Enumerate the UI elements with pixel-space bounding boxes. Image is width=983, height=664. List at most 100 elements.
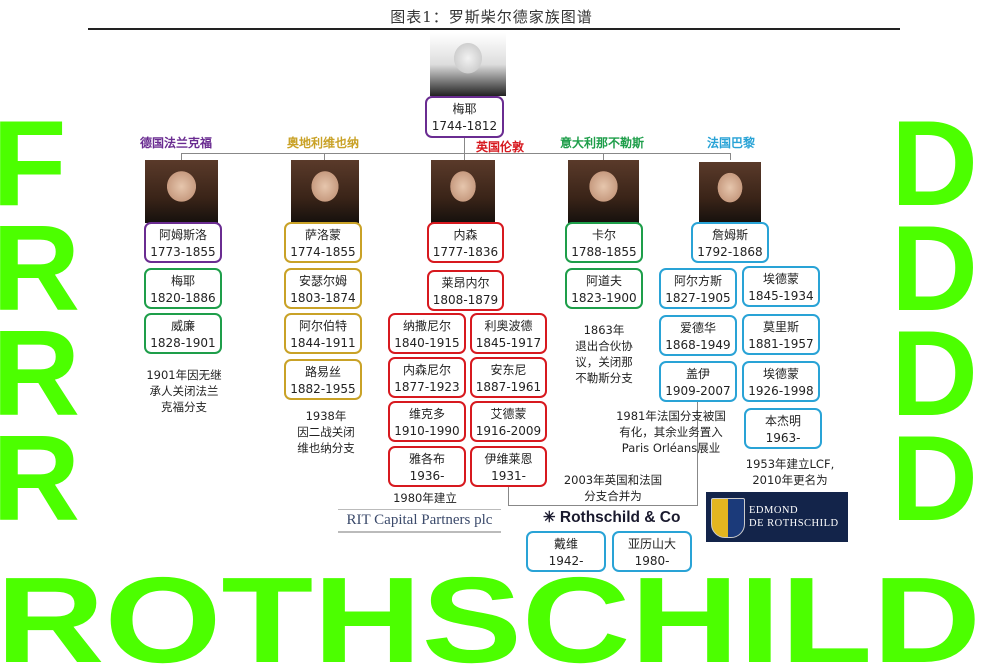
person-name: 埃德蒙 <box>762 272 799 286</box>
note-line: 议，关闭那 <box>575 355 633 369</box>
person-box: 利奥波德 1845-1917 <box>470 313 547 354</box>
note-line: 维也纳分支 <box>297 441 355 455</box>
diagram-title: 图表1：罗斯柴尔德家族图谱 <box>390 8 593 26</box>
person-years: 1845-1917 <box>475 336 542 350</box>
branch-label-london: 英国伦敦 <box>476 140 525 154</box>
note-line: 1953年建立LCF, <box>745 457 835 471</box>
connector-line <box>181 153 182 160</box>
note-line: 分支合并为 <box>584 489 642 503</box>
person-box: 戴维 1942- <box>526 531 606 572</box>
branch-note: 1863年退出合伙协议，关闭那不勒斯分支 <box>560 322 648 386</box>
watermark-letter: D <box>890 410 979 546</box>
watermark-letter: D <box>890 200 979 336</box>
merge-line <box>508 505 698 506</box>
person-years: 1931- <box>491 469 526 483</box>
person-name: 路易丝 <box>304 365 341 379</box>
logo-line: EDMOND <box>749 505 799 516</box>
person-years: 1827-1905 <box>665 291 731 305</box>
person-years: 1882-1955 <box>290 382 356 396</box>
connector-line <box>730 153 731 160</box>
branch-label-paris: 法国巴黎 <box>707 136 756 150</box>
person-name: 阿尔方斯 <box>673 274 722 288</box>
connector-line <box>464 153 465 160</box>
person-years: 1887-1961 <box>475 380 542 394</box>
person-name: 戴维 <box>553 537 578 551</box>
person-box: 阿道夫 1823-1900 <box>565 268 643 309</box>
branch-label-vienna: 奥地利维也纳 <box>287 136 360 150</box>
note-line: 退出合伙协 <box>575 339 633 353</box>
person-name: 爱德华 <box>679 321 716 335</box>
note-line: 不勒斯分支 <box>575 371 633 385</box>
watermark-word-text: ROTHSCHILD <box>0 575 981 664</box>
person-box: 本杰明 1963- <box>744 408 822 449</box>
person-years: 1823-1900 <box>571 291 637 305</box>
watermark-letter: D <box>890 95 979 231</box>
branch-label-frankfurt: 德国法兰克福 <box>140 136 213 150</box>
portrait-nathan <box>431 160 495 223</box>
person-years: 1744-1812 <box>431 119 498 133</box>
person-box: 阿尔方斯 1827-1905 <box>659 268 737 309</box>
person-years: 1820-1886 <box>150 291 216 305</box>
person-name: 莱昂内尔 <box>441 276 490 290</box>
note-line: 有化，其余业务置入 <box>619 425 723 439</box>
person-name: 内森尼尔 <box>402 363 451 377</box>
person-box: 盖伊 1909-2007 <box>659 361 737 402</box>
person-name: 阿道夫 <box>585 274 622 288</box>
rothschild-co-logo: ✳ Rothschild & Co <box>543 508 680 527</box>
arrows-icon: ✳ <box>543 509 556 526</box>
person-years: 1980- <box>634 554 670 568</box>
person-name: 维克多 <box>408 407 445 421</box>
connector-line <box>603 153 604 160</box>
branch-note: 1938年因二战关闭维也纳分支 <box>278 408 374 456</box>
person-years: 1926-1998 <box>748 384 814 398</box>
person-name: 莫里斯 <box>762 320 799 334</box>
person-years: 1774-1855 <box>290 245 356 259</box>
note-line: Paris Orléans展业 <box>621 441 721 455</box>
person-years: 1909-2007 <box>665 384 731 398</box>
person-years: 1942- <box>548 554 584 568</box>
person-years: 1868-1949 <box>665 338 731 352</box>
note-line: 1938年 <box>305 409 347 423</box>
portrait-salomon <box>291 160 359 223</box>
person-name: 内森 <box>453 228 478 242</box>
note-line: 承人关闭法兰 <box>149 384 219 398</box>
edmond-de-rothschild-logo: EDMOND DE ROTHSCHILD <box>706 492 848 542</box>
person-name: 卡尔 <box>591 228 616 242</box>
portrait-amschel <box>145 160 218 223</box>
person-name: 本杰明 <box>764 414 801 428</box>
person-name: 亚历山大 <box>627 537 676 551</box>
person-name: 利奥波德 <box>484 319 533 333</box>
person-years: 1963- <box>765 431 801 445</box>
person-name: 伊维莱恩 <box>484 452 533 466</box>
person-name: 阿尔伯特 <box>298 319 347 333</box>
person-years: 1916-2009 <box>475 424 542 438</box>
person-name: 纳撒尼尔 <box>402 319 451 333</box>
person-years: 1773-1855 <box>150 245 216 259</box>
person-box: 路易丝 1882-1955 <box>284 359 362 400</box>
watermark-letter: R <box>0 305 81 441</box>
person-years: 1803-1874 <box>290 291 356 305</box>
connector-line <box>464 138 465 153</box>
logo-line: DE ROTHSCHILD <box>749 518 839 529</box>
person-years: 1877-1923 <box>394 380 460 394</box>
person-name: 萨洛蒙 <box>304 228 341 242</box>
note-line: 2010年更名为 <box>752 473 828 487</box>
note-line: 克福分支 <box>161 400 207 414</box>
person-box: 内森尼尔 1877-1923 <box>388 357 466 398</box>
person-name: 盖伊 <box>685 367 710 381</box>
